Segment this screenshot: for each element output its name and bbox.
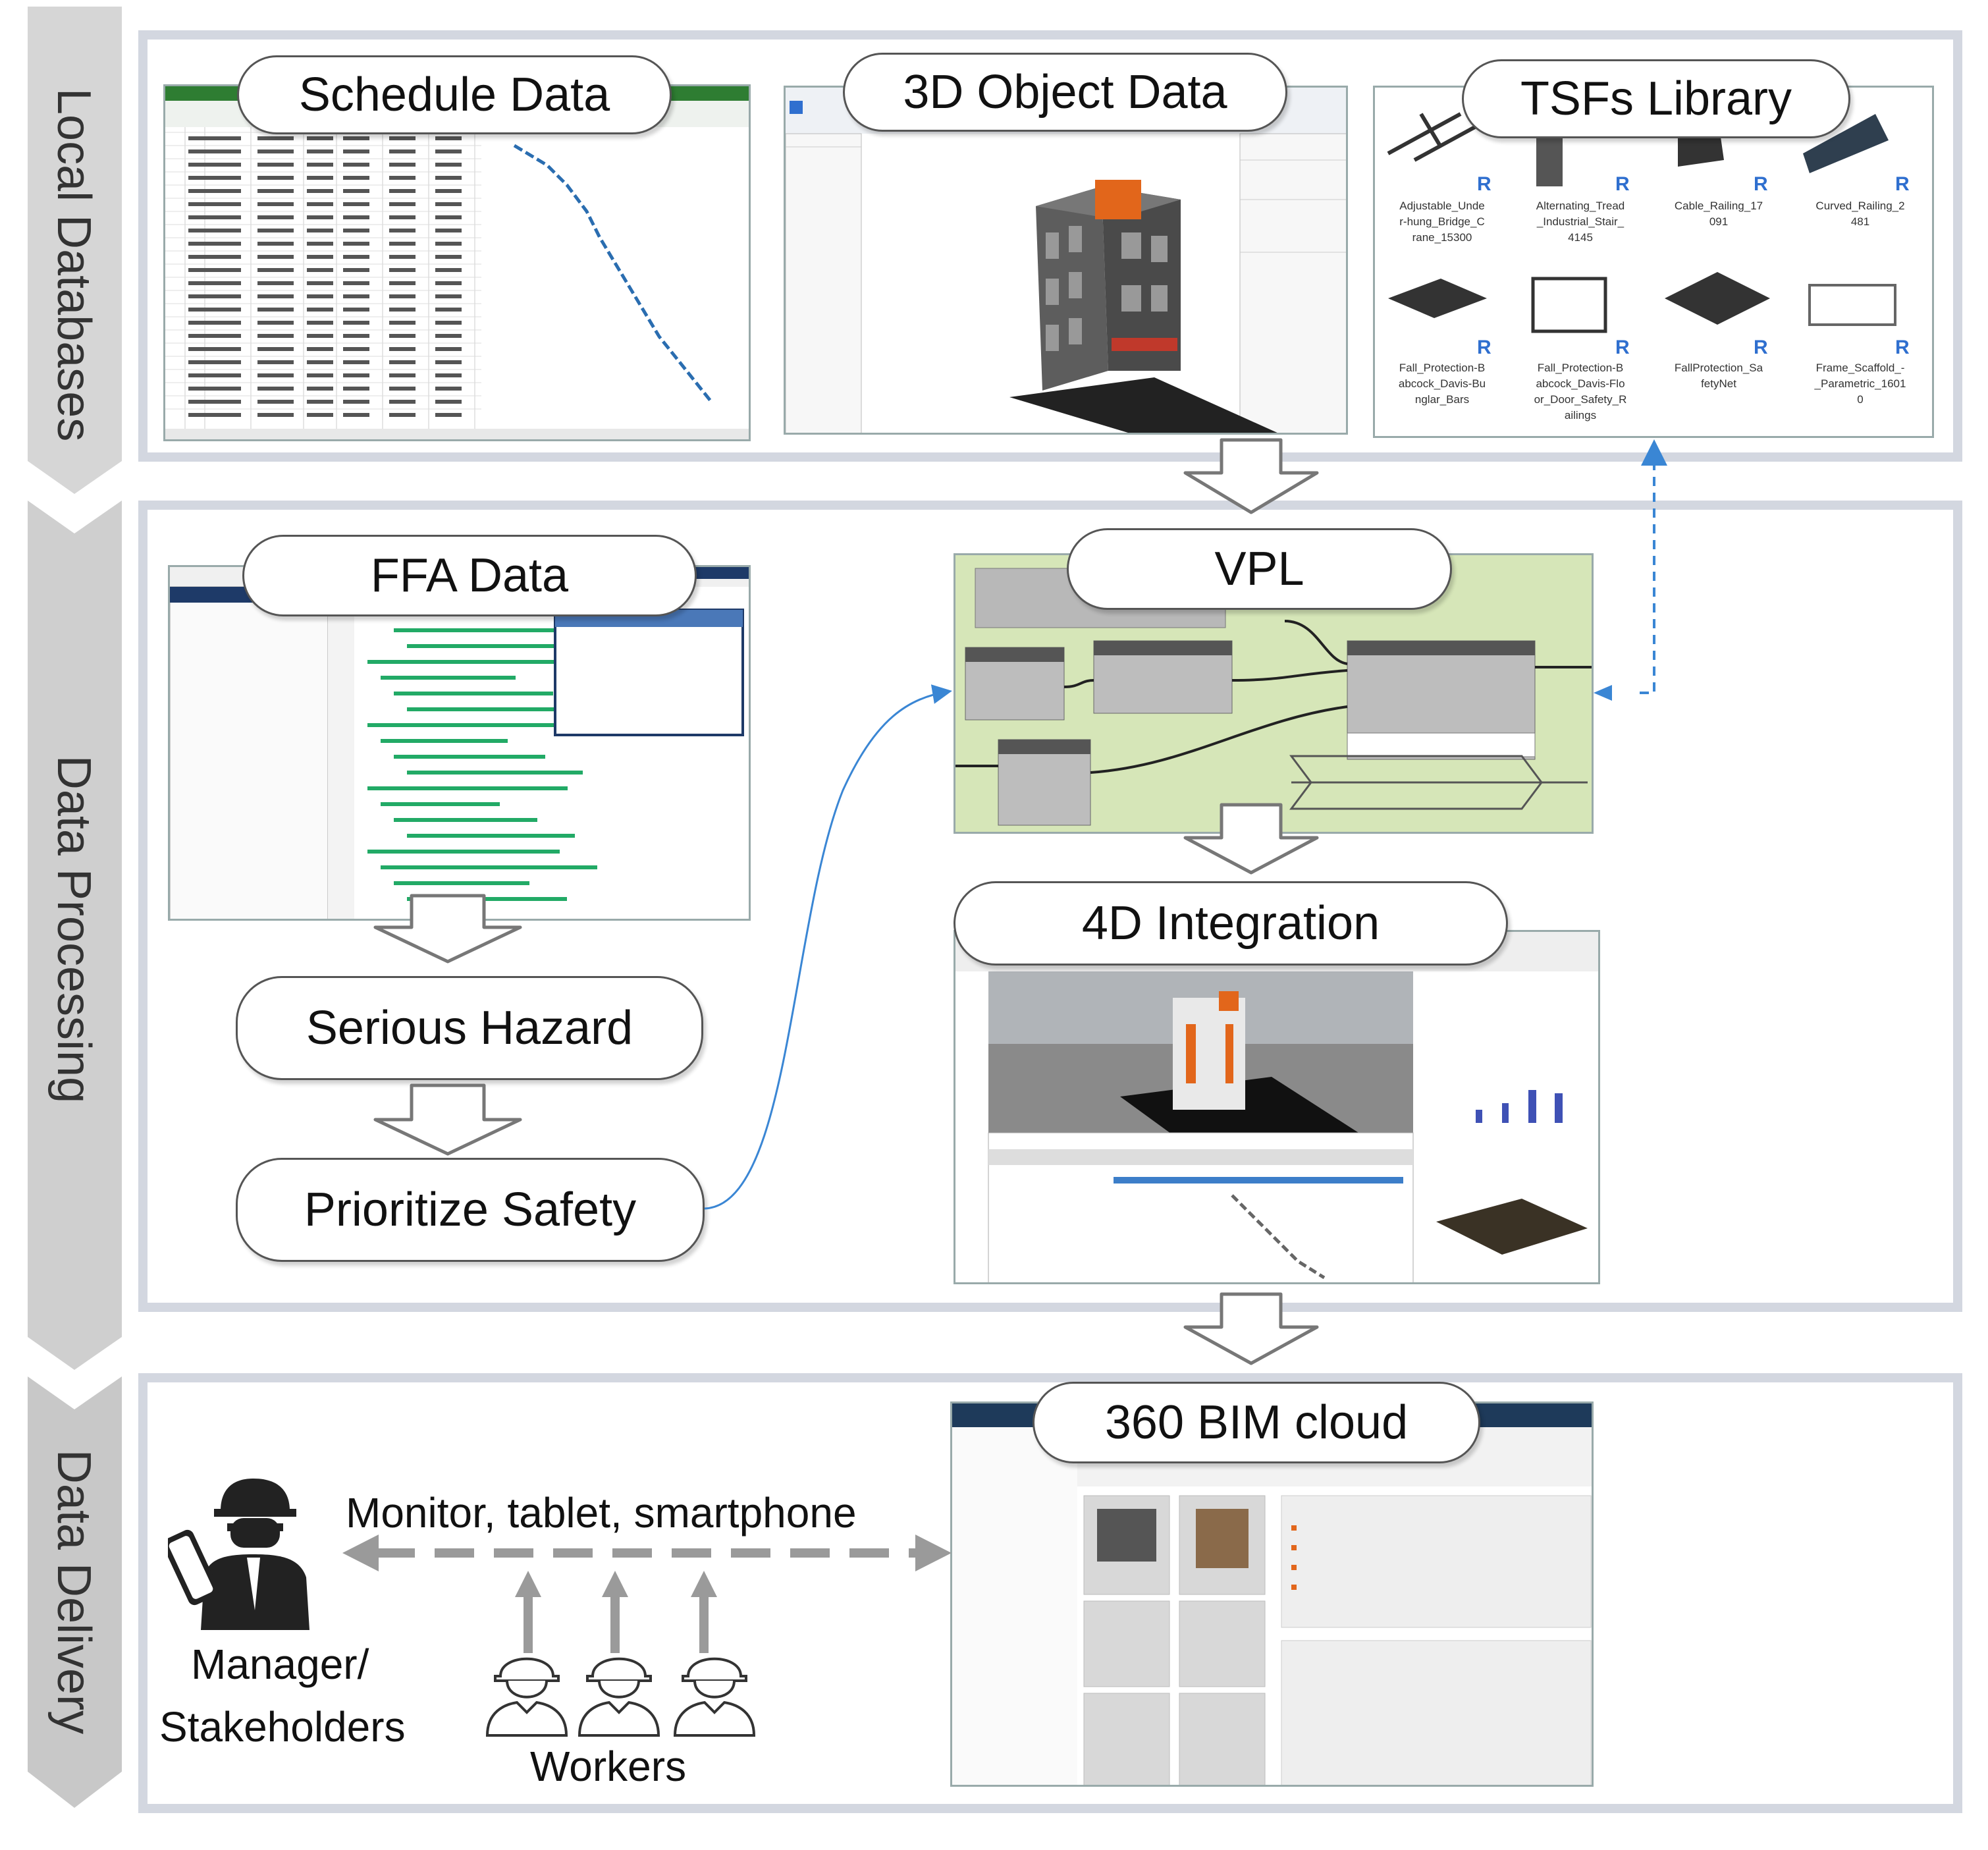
revit-badge: R — [1895, 173, 1910, 195]
arrow-hazard-to-prioritize — [373, 1083, 522, 1156]
tsf-item: Frame_Scaffold_- _Parametric_1601 0 — [1814, 362, 1906, 406]
revit-badge: R — [1615, 173, 1630, 195]
tsf-item: FallProtection_Sa fetyNet — [1674, 362, 1763, 390]
arrow-vpl-to-integration — [1183, 803, 1319, 875]
revit-badge: R — [1754, 337, 1768, 358]
revit-badge: R — [1895, 337, 1910, 358]
stage-band — [28, 7, 122, 1808]
serious-hazard-box: Serious Hazard — [236, 976, 703, 1080]
cloud-screenshot — [950, 1401, 1594, 1787]
object3d-data-label: 3D Object Data — [843, 53, 1287, 132]
arrow-ffa-to-hazard — [373, 894, 522, 964]
ffa-data-label: FFA Data — [242, 535, 697, 616]
tsf-library-label: TSFs Library — [1462, 59, 1850, 138]
tsf-item: Fall_Protection-B abcock_Davis-Bu nglar_… — [1398, 362, 1486, 406]
revit-badge: R — [1615, 337, 1630, 358]
vpl-label: VPL — [1067, 528, 1452, 610]
tsf-item: Cable_Railing_17 091 — [1674, 200, 1763, 228]
workers-label: Workers — [530, 1743, 687, 1790]
integration-label: 4D Integration — [954, 881, 1508, 966]
worker-icon — [485, 1657, 568, 1737]
cloud-label: 360 BIM cloud — [1033, 1382, 1480, 1463]
tsf-item: Alternating_Tread _Industrial_Stair_ 414… — [1536, 200, 1625, 244]
arrow-local-to-vpl — [1183, 438, 1319, 514]
manager-label: Manager/ — [191, 1641, 369, 1688]
devices-label: Monitor, tablet, smartphone — [346, 1489, 857, 1537]
tsf-item: Fall_Protection-B abcock_Davis-Flo or_Do… — [1534, 362, 1627, 422]
tsf-item: Adjustable_Unde r-hung_Bridge_C rane_153… — [1399, 200, 1485, 244]
revit-badge: R — [1754, 173, 1768, 195]
prioritize-to-vpl-connector — [704, 684, 952, 1210]
revit-badge: R — [1477, 173, 1491, 195]
tsf-item: Curved_Railing_2 481 — [1815, 200, 1905, 228]
prioritize-safety-box: Prioritize Safety — [236, 1158, 705, 1262]
stakeholders-label: Stakeholders — [159, 1703, 406, 1751]
worker-icon — [578, 1657, 660, 1737]
worker-icon — [673, 1657, 756, 1737]
revit-badge: R — [1477, 337, 1491, 358]
vpl-to-tsf-connector — [1640, 439, 1667, 694]
arrow-processing-to-delivery — [1183, 1292, 1319, 1365]
manager-icon — [168, 1479, 309, 1630]
schedule-data-label: Schedule Data — [237, 55, 672, 134]
